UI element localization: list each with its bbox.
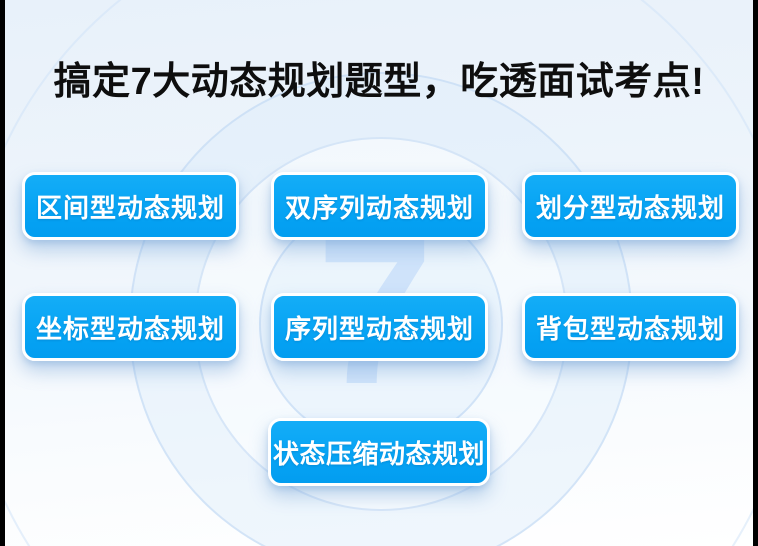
topic-button-knapsack-dp[interactable]: 背包型动态规划 xyxy=(522,293,739,361)
topic-button-partition-dp[interactable]: 划分型动态规划 xyxy=(522,172,739,240)
topic-button-state-compression-dp[interactable]: 状态压缩动态规划 xyxy=(268,418,490,486)
topic-button-coordinate-dp[interactable]: 坐标型动态规划 xyxy=(22,293,239,361)
page-title: 搞定7大动态规划题型，吃透面试考点! xyxy=(53,61,705,103)
topic-button-sequence-dp[interactable]: 序列型动态规划 xyxy=(271,293,488,361)
topic-button-two-sequence-dp[interactable]: 双序列动态规划 xyxy=(271,172,488,240)
topic-button-interval-dp[interactable]: 区间型动态规划 xyxy=(22,172,239,240)
left-letterbox-bar xyxy=(0,0,5,546)
right-letterbox-bar xyxy=(753,0,758,546)
